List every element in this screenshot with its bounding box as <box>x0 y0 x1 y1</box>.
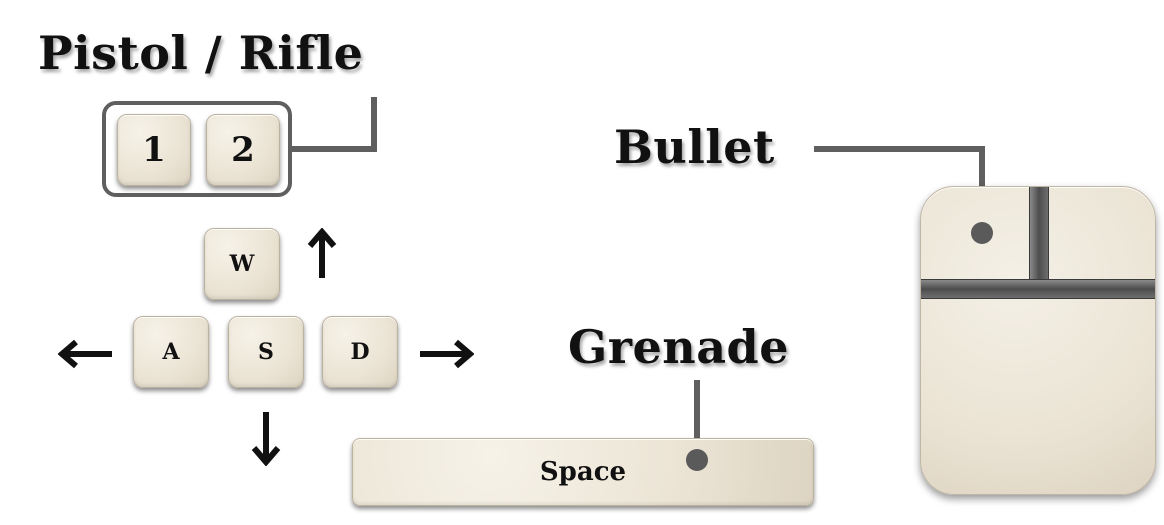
key-d[interactable]: D <box>322 316 398 388</box>
weapon-key-group <box>102 101 292 197</box>
pistol-rifle-label: Pistol / Rifle <box>38 26 364 80</box>
grenade-label: Grenade <box>568 320 789 374</box>
key-s[interactable]: S <box>228 316 304 388</box>
arrow-right-icon <box>420 339 474 369</box>
weapon-connector-line <box>292 97 377 152</box>
arrow-up-icon <box>307 228 337 278</box>
mouse-right-button[interactable] <box>1047 187 1155 279</box>
arrow-left-icon <box>58 339 112 369</box>
key-w[interactable]: W <box>204 228 280 300</box>
key-space[interactable]: Space <box>352 438 814 506</box>
key-2[interactable]: 2 <box>206 114 280 186</box>
grenade-connector-dot <box>686 449 708 471</box>
mouse-button-split <box>1029 187 1049 280</box>
mouse-button-divider <box>921 279 1155 299</box>
bullet-connector-dot <box>971 222 993 244</box>
arrow-down-icon <box>251 412 281 466</box>
key-1[interactable]: 1 <box>117 114 191 186</box>
bullet-label: Bullet <box>614 120 775 174</box>
mouse-icon <box>920 186 1156 495</box>
key-a[interactable]: A <box>133 316 209 388</box>
